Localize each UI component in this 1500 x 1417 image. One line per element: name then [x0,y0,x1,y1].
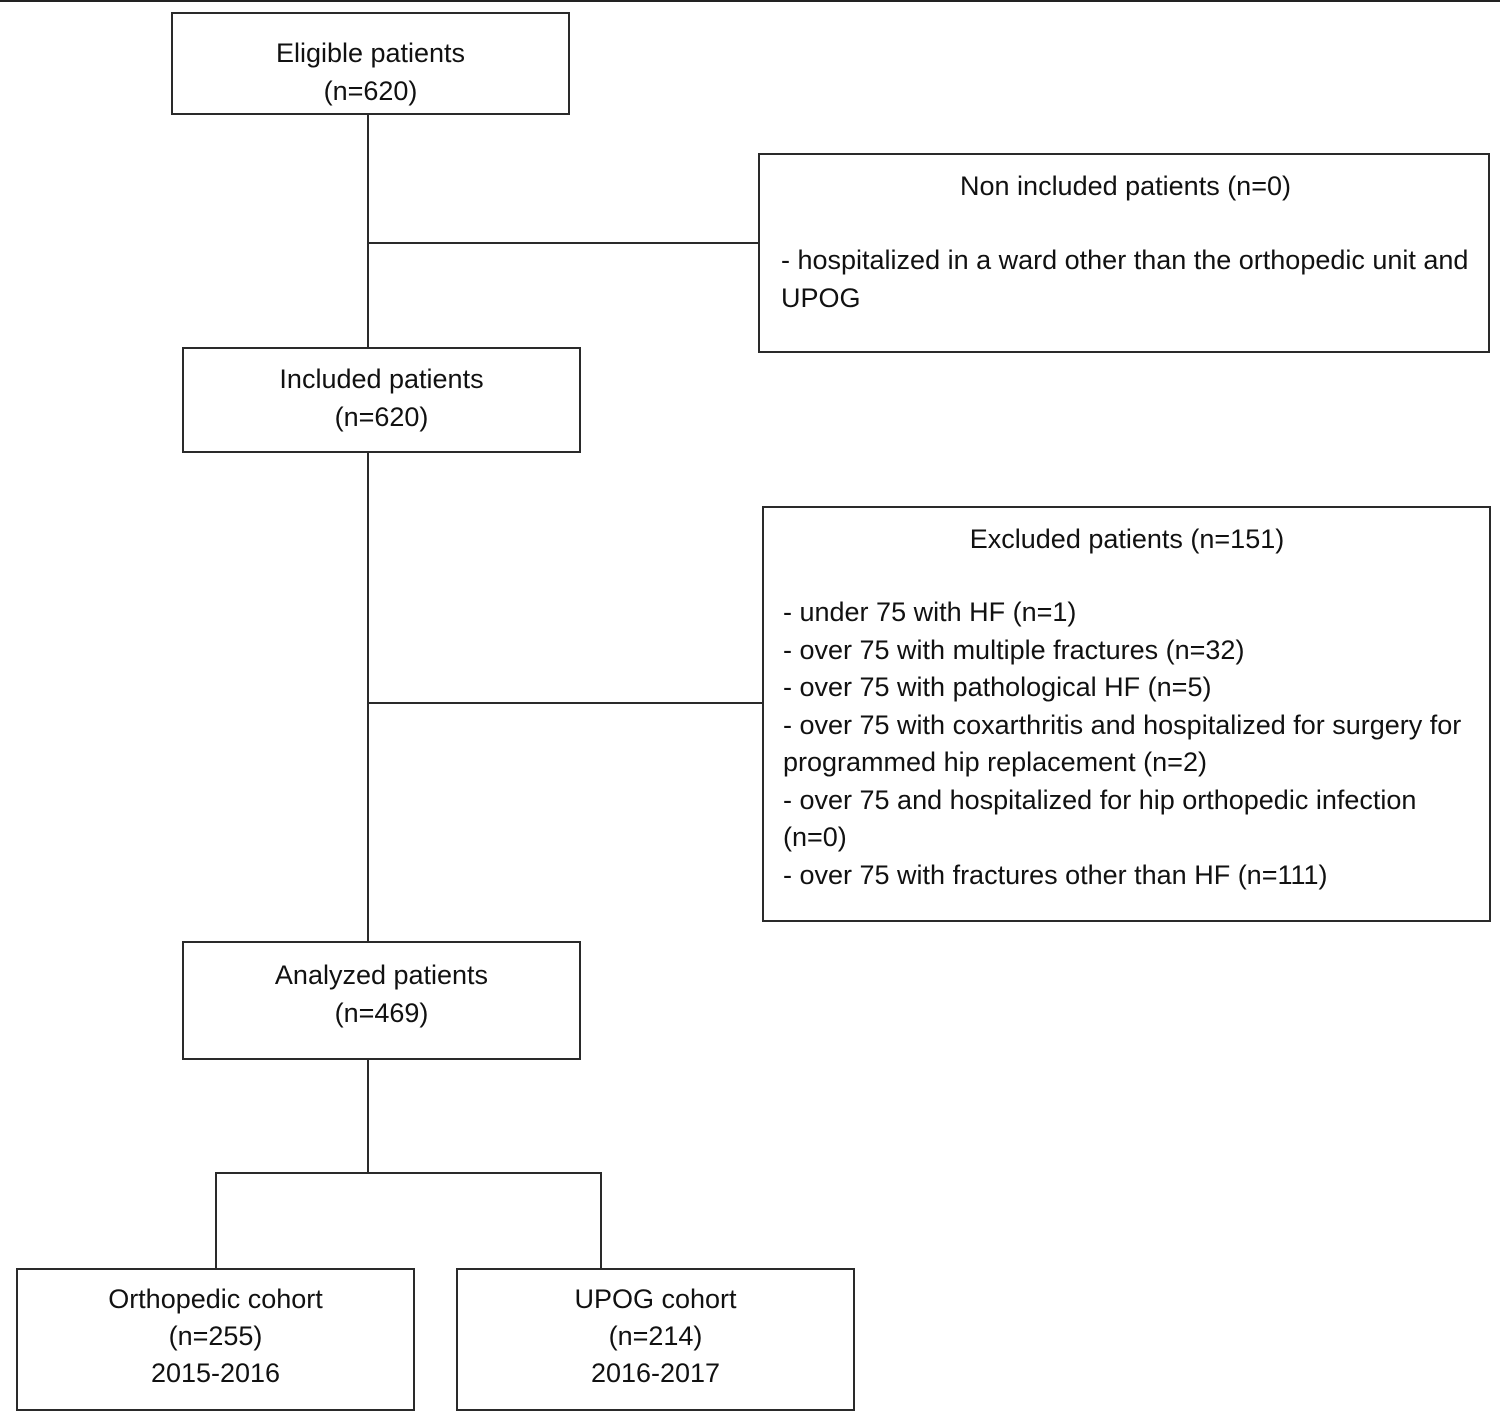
orthopedic-cohort-box: Orthopedic cohort (n=255) 2015-2016 [16,1268,415,1411]
excluded-reason: - over 75 with fractures other than HF (… [783,859,1328,890]
connector-split-to-upog [600,1172,602,1269]
upog-cohort-years: 2016-2017 [590,1358,721,1388]
excluded-reason: - over 75 with multiple fractures (n=32) [783,634,1245,665]
eligible-count: (n=620) [323,76,418,106]
orthopedic-cohort-count: (n=255) [168,1321,263,1351]
orthopedic-cohort-years: 2015-2016 [150,1358,281,1388]
top-border-line [0,0,1500,2]
excluded-reason: - over 75 with pathological HF (n=5) [783,672,1212,702]
included-count: (n=620) [334,402,429,432]
connector-eligible-to-included [367,114,369,349]
non-included-reasons: - hospitalized in a ward other than the … [781,242,1470,317]
connector-split-bar [215,1172,602,1174]
connector-analyzed-to-split [367,1058,369,1174]
connector-to-non-included [367,242,760,244]
upog-cohort-count: (n=214) [608,1321,703,1351]
analyzed-title: Analyzed patients [274,960,489,990]
connector-to-excluded [367,702,763,704]
excluded-reason: - over 75 with coxarthritis and hospital… [783,709,1462,778]
included-patients-box: Included patients (n=620) [182,347,581,453]
orthopedic-cohort-title: Orthopedic cohort [108,1284,323,1314]
non-included-reason: - hospitalized in a ward other than the … [781,245,1469,313]
connector-split-to-orthopedic [215,1172,217,1269]
upog-cohort-title: UPOG cohort [574,1284,737,1314]
included-title: Included patients [279,364,484,394]
eligible-patients-box: Eligible patients (n=620) [171,12,570,115]
analyzed-patients-box: Analyzed patients (n=469) [182,941,581,1060]
excluded-reasons: - under 75 with HF (n=1) - over 75 with … [783,594,1471,894]
analyzed-count: (n=469) [334,998,429,1028]
excluded-patients-box: Excluded patients (n=151) - under 75 wit… [762,506,1491,922]
excluded-title: Excluded patients (n=151) [969,524,1285,554]
non-included-patients-box: Non included patients (n=0) - hospitaliz… [758,153,1490,353]
connector-included-to-analyzed [367,452,369,942]
excluded-reason: - over 75 and hospitalized for hip ortho… [783,784,1417,853]
eligible-title: Eligible patients [275,38,466,68]
excluded-reason: - under 75 with HF (n=1) [783,597,1077,627]
non-included-title: Non included patients (n=0) [960,171,1291,201]
upog-cohort-box: UPOG cohort (n=214) 2016-2017 [456,1268,855,1411]
